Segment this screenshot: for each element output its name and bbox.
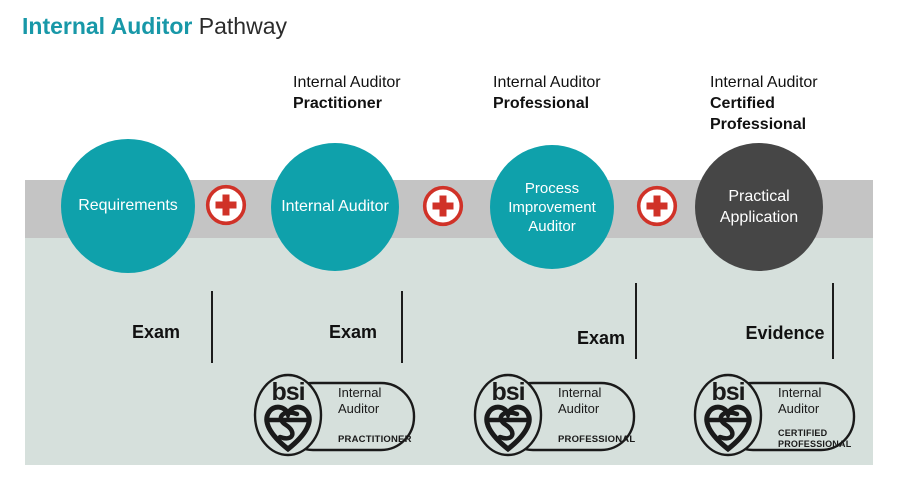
gate-divider-line	[211, 291, 213, 363]
circle-label-line: Auditor	[528, 217, 576, 235]
plus-icon	[422, 185, 464, 227]
column-header-bottom: Certified Professional	[710, 95, 807, 133]
circle-label-line: Practical	[728, 188, 790, 205]
circle-label-line: Process	[524, 179, 580, 197]
bsi-badge-practitioner: bsi Internal Auditor PRACTITIONER	[253, 373, 416, 457]
step-circle-internal-auditor: Internal Auditor	[271, 143, 399, 271]
bsi-kitemark-heart-icon	[484, 404, 532, 453]
badge-level-label: PRACTITIONER	[338, 434, 412, 445]
bsi-logo-text: bsi	[271, 378, 304, 406]
title-rest: Pathway	[198, 13, 287, 39]
column-header-top: Internal Auditor	[493, 74, 601, 91]
circle-label-line: Application	[719, 209, 799, 226]
bsi-kitemark-heart-icon	[704, 404, 752, 453]
badge-level-label: PROFESSIONAL	[778, 439, 852, 449]
step-circle-requirements: Requirements	[61, 139, 195, 273]
badge-product-name: Internal	[558, 385, 601, 400]
bsi-kitemark-heart-icon	[264, 404, 312, 453]
gate-label-evidence: Evidence	[745, 323, 825, 343]
badge-product-name: Auditor	[338, 401, 380, 416]
column-header-practitioner: Internal Auditor Practitioner	[293, 72, 401, 114]
circle-label: Requirements	[78, 197, 178, 214]
step-circle-practical-application: Practical Application	[695, 143, 823, 271]
badge-product-name: Auditor	[778, 401, 820, 416]
column-header-top: Internal Auditor	[710, 74, 818, 91]
column-header-bottom: Practitioner	[293, 95, 382, 112]
column-header-top: Internal Auditor	[293, 74, 401, 91]
gate-label-exam-1: Exam	[131, 322, 181, 342]
gate-label-exam-2: Exam	[328, 322, 378, 342]
plus-icon	[205, 184, 247, 226]
step-circle-process-improvement-auditor: Process Improvement Auditor	[490, 145, 614, 269]
circle-label: Internal Auditor	[281, 198, 389, 215]
circle-label-line: Improvement	[508, 198, 596, 216]
title-highlight: Internal Auditor	[22, 13, 193, 39]
page-title: Internal Auditor Pathway	[22, 13, 287, 40]
badge-product-name: Auditor	[558, 401, 600, 416]
gate-divider-line	[401, 291, 403, 363]
plus-icon	[636, 185, 678, 227]
gate-divider-line	[832, 283, 834, 359]
gate-label-exam-3: Exam	[576, 328, 626, 348]
badge-level-label: PROFESSIONAL	[558, 434, 635, 445]
badge-level-label: CERTIFIED	[778, 428, 828, 438]
gate-divider-line	[635, 283, 637, 359]
badge-product-name: Internal	[778, 385, 821, 400]
column-header-certified-professional: Internal Auditor Certified Professional	[710, 72, 830, 135]
column-header-bottom: Professional	[493, 95, 590, 112]
bsi-logo-text: bsi	[711, 378, 744, 406]
column-header-professional: Internal Auditor Professional	[493, 72, 601, 114]
bsi-badge-professional: bsi Internal Auditor PROFESSIONAL	[473, 373, 636, 457]
badge-product-name: Internal	[338, 385, 381, 400]
bsi-badge-certified-professional: bsi Internal Auditor CERTIFIED PROFESSIO…	[693, 373, 856, 457]
bsi-logo-text: bsi	[491, 378, 524, 406]
